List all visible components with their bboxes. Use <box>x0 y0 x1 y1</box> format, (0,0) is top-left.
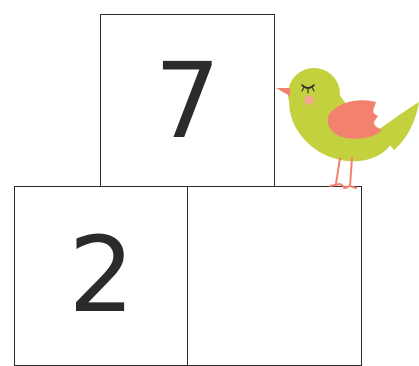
box-number-top: 7 <box>154 49 220 153</box>
pyramid-box-bottom-right[interactable] <box>187 186 362 366</box>
pyramid-box-bottom-left: 2 <box>14 186 189 366</box>
pyramid-box-top: 7 <box>100 14 275 188</box>
bird-icon <box>270 58 419 194</box>
box-number-bottom-left: 2 <box>68 223 134 327</box>
